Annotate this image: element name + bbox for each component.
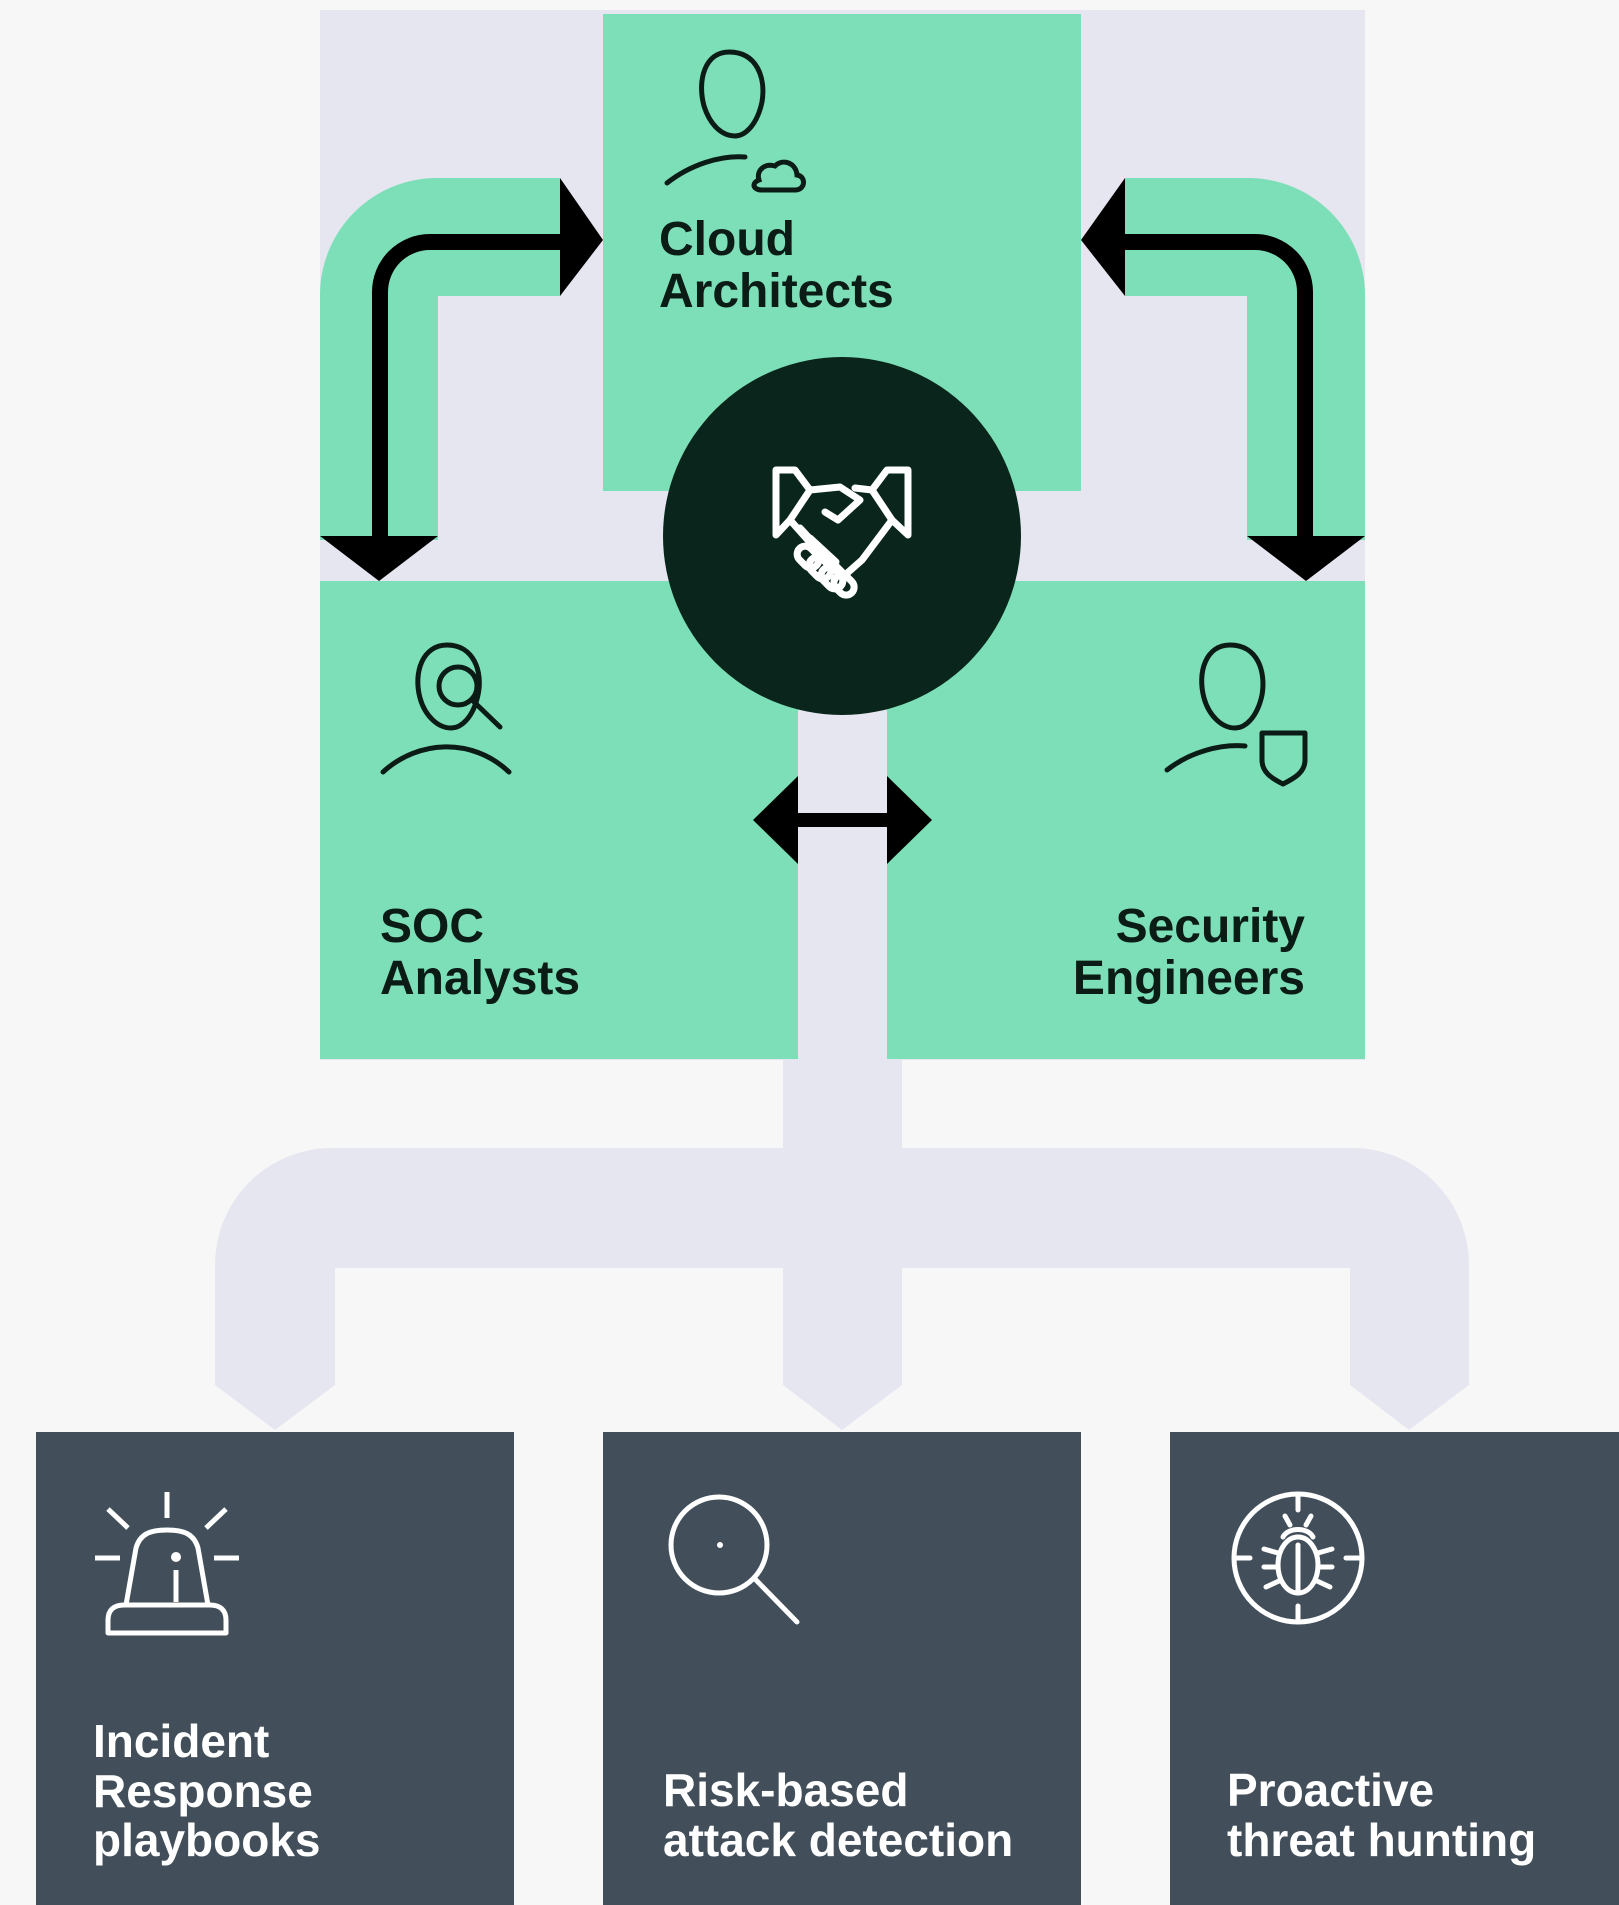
threat-hunting-label-line-1: Proactive (1227, 1764, 1435, 1816)
risk-connector-arrowhead (783, 1385, 902, 1430)
right-curved-arrow (1081, 178, 1365, 581)
incident-connector-arrowhead (215, 1385, 335, 1430)
outcome-connector (215, 1059, 1469, 1430)
cloud-architects-label-line-2: Architects (659, 264, 894, 318)
risk-detection-label: Risk-based attack detection (663, 1764, 1014, 1866)
security-engineer-icon (1164, 642, 1308, 787)
horizontal-double-arrow (753, 716, 932, 880)
magnifier-icon (668, 1494, 800, 1625)
cloud-architects-label-line-1: Cloud (659, 213, 795, 266)
left-curved-arrow (320, 178, 603, 581)
cloud-architects-label: Cloud Architects (659, 214, 894, 318)
incident-response-box (36, 1432, 514, 1905)
incident-response-label-line-3: playbooks (93, 1814, 321, 1867)
soc-analyst-icon (380, 642, 512, 775)
siren-icon (95, 1492, 239, 1636)
threat-hunting-box (1170, 1432, 1619, 1905)
security-engineers-label-line-1: Security (1115, 900, 1305, 953)
threat-hunting-label-line-2: threat hunting (1227, 1813, 1537, 1866)
soc-analysts-label: SOC Analysts (380, 901, 580, 1005)
incident-response-label-line-2: Response (93, 1764, 313, 1817)
risk-detection-label-line-2: attack detection (663, 1813, 1014, 1866)
incident-response-label: Incident Response playbooks (93, 1715, 321, 1867)
hunting-connector-arrowhead (1350, 1385, 1469, 1430)
threat-hunting-label: Proactive threat hunting (1227, 1764, 1537, 1866)
bug-crosshair-icon (1231, 1491, 1365, 1625)
security-engineers-label: Security Engineers (1073, 901, 1305, 1005)
center-circle (663, 357, 1021, 715)
soc-analysts-label-line-1: SOC (380, 900, 485, 953)
handshake-icon (772, 466, 912, 599)
incident-response-label-line-1: Incident (93, 1715, 270, 1767)
cloud-architect-icon (664, 49, 806, 193)
security-engineers-label-line-2: Engineers (1072, 951, 1305, 1005)
soc-analysts-label-line-2: Analysts (380, 951, 581, 1005)
risk-detection-label-line-1: Risk-based (663, 1764, 909, 1816)
